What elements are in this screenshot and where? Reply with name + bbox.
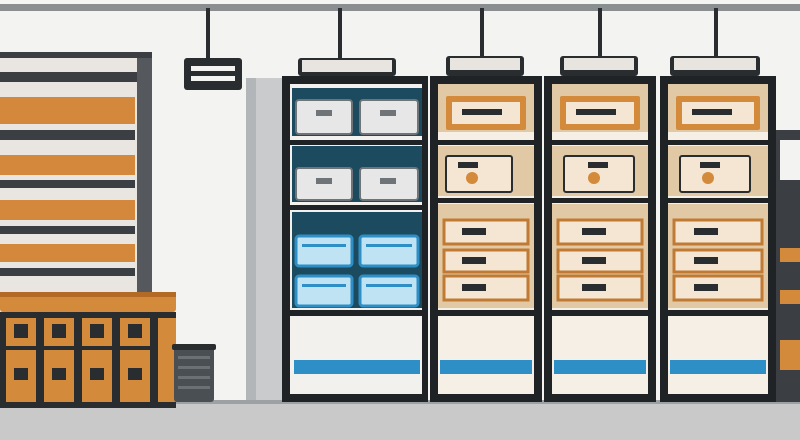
storage-bin [295,99,353,135]
blue-crate [358,274,420,308]
hanging-poles [338,8,718,58]
cabinet-boxes-3 [660,56,776,402]
blue-crate [294,234,354,268]
blue-crate [358,234,420,268]
cabinet-boxes-2 [544,56,656,402]
ceiling-rail [0,4,800,11]
hanging-sign-icon [184,8,242,90]
edge-shelf [776,130,800,402]
cabinet-bins [282,58,428,402]
trash-bin-icon [172,344,216,402]
blue-crate [294,274,354,308]
cabinet-boxes-1 [430,56,542,402]
storage-bin [359,99,419,135]
orange-lockers [0,292,176,408]
floor [0,402,800,440]
